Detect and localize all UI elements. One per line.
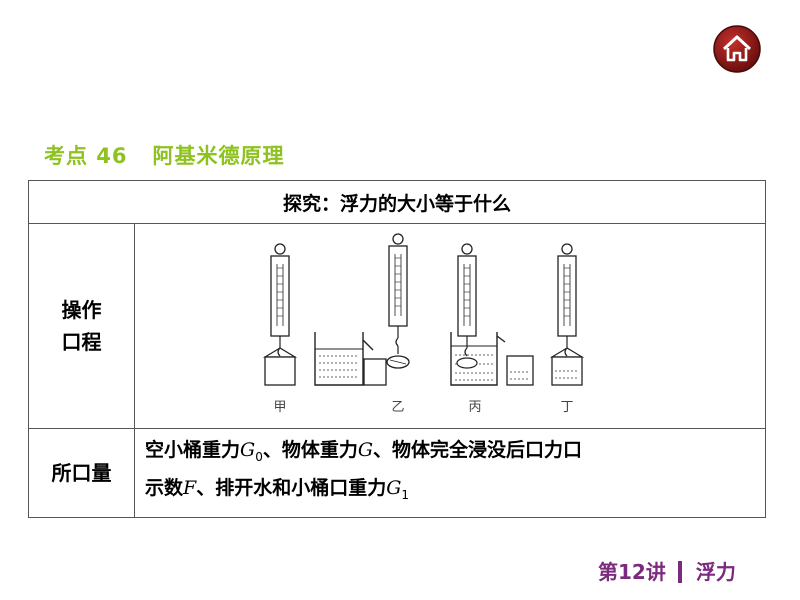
experiment-figure-cell: 甲 乙 丙 丁 — [134, 223, 766, 429]
table-header: 探究：浮力的大小等于什么 — [28, 180, 766, 224]
figure-label-yi: 乙 — [391, 400, 405, 415]
measured-quantities: 空小桶重力G0、物体重力G、物体完全浸没后口力口示数F、排开水和小桶口重力G1 — [134, 428, 766, 518]
row-label-procedure: 操作 口程 — [28, 223, 135, 429]
home-icon — [713, 25, 761, 73]
experiment-diagram — [262, 233, 585, 386]
figure-label-jia: 甲 — [273, 400, 287, 415]
footer-lecture-title: 第12讲 浮力 — [598, 556, 736, 585]
experiment-table: 探究：浮力的大小等于什么 操作 口程 — [28, 180, 766, 518]
footer-divider — [677, 561, 682, 583]
experiment-figure: 甲 乙 丙 丁 — [135, 224, 765, 428]
figure-label-ding: 丁 — [560, 400, 574, 415]
figure-label-bing: 丙 — [468, 400, 482, 415]
lecture-number: 第12讲 — [598, 560, 666, 584]
lecture-topic: 浮力 — [695, 560, 736, 584]
row-label-measured: 所口量 — [28, 428, 135, 518]
section-title: 考点 46 阿基米德原理 — [44, 144, 285, 168]
home-button[interactable] — [712, 24, 762, 74]
